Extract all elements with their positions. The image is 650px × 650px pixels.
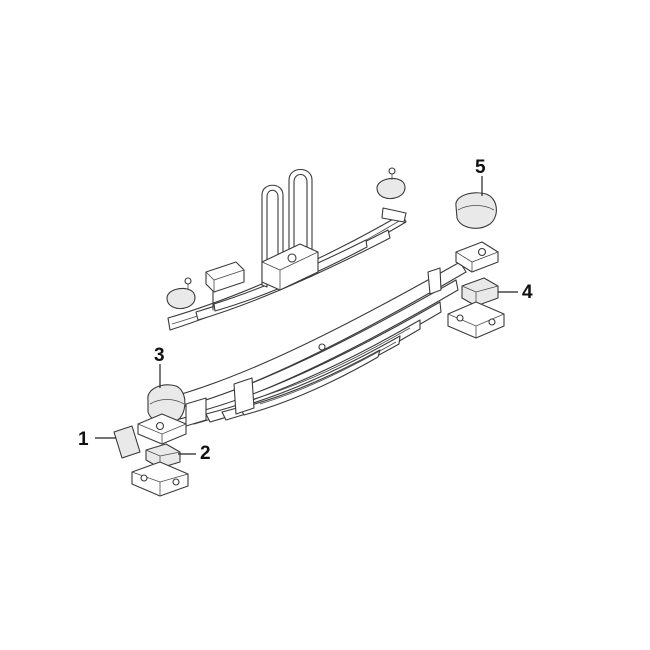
- upper-axle-seat: [261, 243, 319, 291]
- callout-4: 4: [522, 282, 533, 303]
- rear-spring-seat: [455, 241, 499, 273]
- front-spring-seat: [137, 413, 187, 445]
- callout-leaders: [95, 176, 518, 455]
- callout-labels: 1 2 3 4 5: [78, 157, 533, 464]
- bump-stop-rear-part-5: [455, 192, 497, 229]
- upper-bump-stop-right: [376, 167, 406, 200]
- callout-5: 5: [475, 157, 486, 178]
- front-hanger-bracket: [131, 461, 189, 497]
- callout-2: 2: [200, 443, 211, 464]
- upper-bump-stop-left: [166, 277, 214, 311]
- rear-bushing-part-4: [461, 277, 499, 307]
- callout-3: 3: [154, 345, 165, 366]
- upper-spring-pad: [205, 261, 245, 293]
- spring-clips: [185, 267, 442, 427]
- callout-1: 1: [78, 429, 89, 450]
- front-rubber-pad-part-1: [113, 425, 141, 459]
- front-bushing-part-2: [145, 443, 181, 469]
- rear-hanger-bracket: [447, 301, 505, 339]
